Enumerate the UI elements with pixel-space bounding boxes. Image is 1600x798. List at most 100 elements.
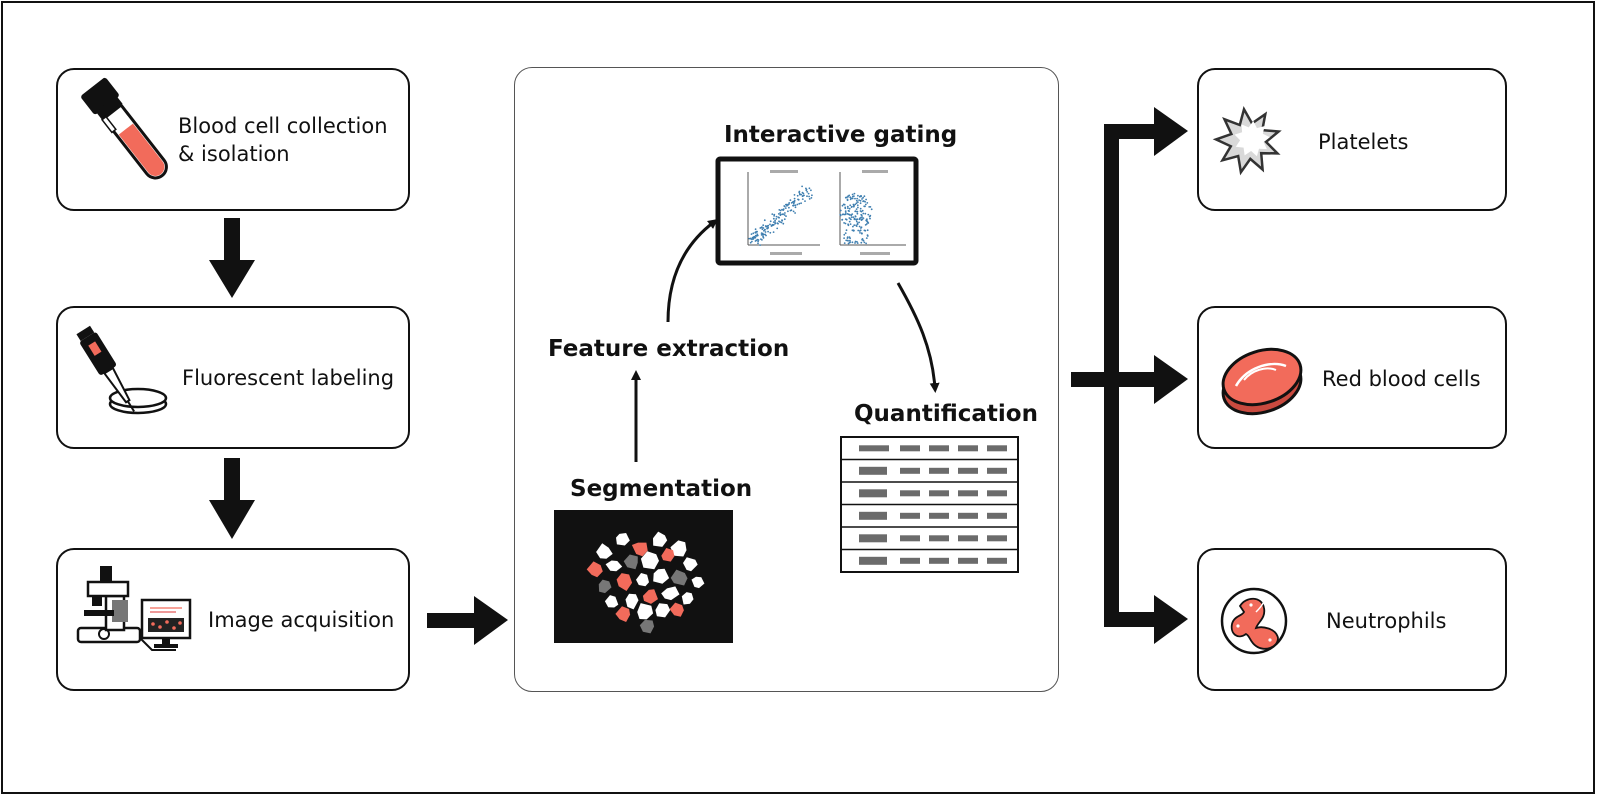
arrow-branch-to-outputs [1071,107,1188,644]
scatter-point [864,200,866,203]
scatter-points [748,185,873,247]
scatter-point [808,195,810,198]
scatter-point [843,242,846,245]
table-cell-value [987,445,1007,452]
scatter-point [790,209,793,212]
scatter-point [762,227,765,229]
table-cell-value [987,467,1007,474]
table-cell-value [900,535,920,542]
scatter-point [842,213,845,216]
scatter-point [774,221,776,224]
table-cell-label [859,466,887,475]
scatter-point [749,237,752,240]
scatter-point [807,192,810,195]
scatter-point [764,231,767,233]
scatter-point [781,208,783,211]
scatter-point [756,233,759,236]
scatter-point [862,200,864,203]
scatter-point [752,232,755,235]
table-cell-value [958,557,978,564]
scatter-point [867,213,870,216]
scatter-point [854,242,856,244]
scatter-point [866,202,869,204]
scatter-point [859,199,862,202]
scatter-point [772,223,775,226]
scatter-point [761,226,763,229]
scatter-point [801,185,803,188]
scatter-point [767,230,769,233]
scatter-point [774,219,776,222]
scatter-point [845,196,848,199]
scatter-point [857,229,860,232]
table-cell-label [859,556,887,565]
table-cell-value [987,557,1007,564]
scatter-point [858,199,860,202]
table-cell-value [900,467,920,474]
scatter-point [844,210,847,213]
quantification-table [840,436,1019,573]
scatter-point [796,194,799,197]
segmented-cell [670,540,687,557]
scatter-point [798,202,801,205]
segmented-cell [661,548,675,562]
table-cell-value [987,512,1007,519]
scatter-point [845,239,848,242]
segmented-cell [615,606,631,622]
segmented-cell [670,569,688,586]
scatter-point [796,203,799,206]
scatter-point [756,230,758,233]
segmented-cell [604,595,619,608]
scatter-point [853,192,856,195]
segmented-cell [586,561,603,578]
scatter-point [855,225,858,228]
segmented-cell [683,557,698,572]
scatter-point [862,212,865,215]
scatter-point [779,212,782,214]
scatter-point [770,225,773,227]
step-blood-collection [56,68,410,211]
scatter-point [860,213,863,216]
segmented-cell [653,568,670,584]
scatter-point [762,224,765,227]
scatter-point [860,216,862,219]
scatter-point [779,221,781,223]
table-cell-value [929,445,949,452]
scatter-point [860,241,863,244]
arrow-collection-to-labeling [209,218,255,298]
scatter-point [763,229,765,232]
scatter-point [844,222,847,225]
scatter-point [863,195,866,198]
scatter-point [794,212,796,214]
scatter-point [775,218,778,220]
scatter-point [847,239,849,242]
scatter-point [851,197,854,200]
scatter-point [793,197,796,200]
red-blood-cell-icon [1221,347,1303,416]
blood-tube-icon [81,77,168,180]
scatter-point [848,241,851,244]
scatter-point [761,228,764,231]
scatter-point [774,222,777,225]
scatter-point [788,206,790,209]
scatter-point [857,201,859,204]
scatter-point [785,203,787,206]
step-blood-collection-label-2: & isolation [178,142,290,166]
segmentation-image [554,510,733,643]
scatter-point [849,223,852,226]
scatter-point [860,232,863,235]
scatter-point [778,209,781,211]
scatter-point [757,239,760,241]
scatter-point [841,204,844,207]
scatter-point [843,222,845,224]
scatter-point [858,221,860,224]
scatter-point [762,237,765,239]
scatter-point [805,189,808,192]
scatter-point [767,224,770,227]
table-cell-value [958,467,978,474]
output-red-blood-cells-label: Red blood cells [1322,367,1481,391]
scatter-point [862,196,864,199]
scatter-point [797,198,799,201]
scatter-point [851,193,854,196]
scatter-point [777,216,780,219]
